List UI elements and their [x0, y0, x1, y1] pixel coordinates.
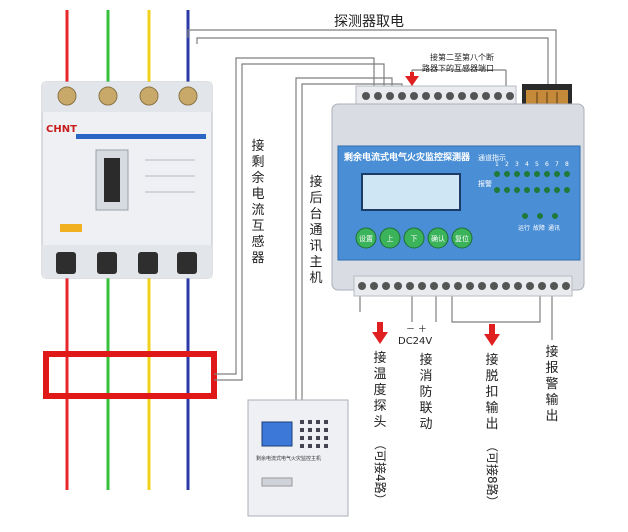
svg-text:1: 1 [495, 161, 499, 168]
label-dc-polarity: － ＋ [406, 324, 427, 335]
breaker-brand: CHNT [46, 124, 77, 135]
svg-text:台: 台 [309, 207, 322, 222]
svg-text:余: 余 [251, 170, 264, 186]
svg-text:通: 通 [309, 223, 322, 238]
svg-text:接: 接 [545, 344, 558, 360]
module-title: 剩余电流式电气火灾监控探测器 [344, 151, 471, 163]
label-trip-output-note: （可接8路） [485, 440, 500, 508]
breaker-toggle [104, 158, 120, 202]
svg-text:报: 报 [545, 361, 558, 376]
svg-text:4: 4 [525, 161, 529, 168]
host-unit: 剩余电流式电气火灾监控主机 [247, 399, 349, 517]
svg-text:接: 接 [485, 352, 498, 368]
svg-text:运行: 运行 [518, 224, 530, 232]
svg-text:消: 消 [419, 369, 432, 384]
svg-text:脱: 脱 [485, 369, 498, 384]
host-screen [261, 421, 293, 447]
svg-text:主: 主 [309, 255, 322, 270]
label-sensor-ports-1: 接第二至第八个断 [430, 52, 494, 62]
bottom-terminals [353, 275, 573, 297]
channel-label: 通道指示 [478, 153, 506, 162]
svg-text:电: 电 [251, 187, 264, 202]
svg-text:联: 联 [419, 401, 432, 416]
host-label: 剩余电流式电气火灾监控主机 [256, 455, 321, 462]
arrows [372, 72, 500, 346]
circuit-breaker: CHNT [41, 81, 213, 279]
phase-wires [65, 10, 190, 490]
label-temp-probe: 接 温 度 探 头 [373, 350, 386, 430]
svg-text:感: 感 [251, 234, 264, 250]
svg-text:度: 度 [373, 382, 386, 398]
svg-text:警: 警 [545, 376, 558, 392]
button-down[interactable]: 下 [403, 227, 425, 249]
svg-text:接: 接 [309, 174, 322, 190]
label-alarm-output: 接 报 警 输 出 [545, 344, 558, 424]
svg-text:7: 7 [555, 161, 559, 168]
fire-detector-module: 剩余电流式电气火灾监控探测器 通道指示 报警 1 2 3 4 5 6 7 8 [331, 103, 585, 291]
trip-output-arrow-shaft [489, 324, 495, 334]
label-trip-output: 接 脱 扣 输 出 [485, 352, 498, 432]
label-sensor-ports-2: 路器下的互感器端口 [422, 63, 494, 73]
svg-text:5: 5 [535, 161, 539, 168]
svg-text:输: 输 [485, 400, 498, 416]
svg-text:3: 3 [515, 161, 519, 168]
svg-text:后: 后 [309, 191, 322, 206]
label-temp-probe-note: （可接4路） [373, 438, 388, 506]
temp-probe-arrow-shaft [377, 322, 383, 332]
label-dc-voltage: DC24V [398, 336, 432, 347]
svg-text:出: 出 [545, 409, 558, 424]
button-confirm[interactable]: 确认 [427, 227, 449, 249]
svg-text:2: 2 [505, 161, 509, 168]
channel-leds [494, 171, 570, 219]
label-fire-link: 接 消 防 联 动 [419, 352, 432, 432]
button-reset[interactable]: 复位 [451, 227, 473, 249]
channel-numbers: 1 2 3 4 5 6 7 8 [495, 161, 569, 168]
svg-text:8: 8 [565, 161, 569, 168]
svg-text:接: 接 [251, 138, 264, 154]
svg-text:机: 机 [309, 271, 322, 286]
top-terminals [355, 85, 517, 107]
svg-text:出: 出 [485, 417, 498, 432]
svg-text:动: 动 [419, 417, 432, 432]
temp-probe-arrow-icon [372, 332, 388, 344]
svg-text:讯: 讯 [309, 239, 322, 254]
module-buttons: 设置 上 下 确认 复位 [355, 227, 473, 249]
button-settings[interactable]: 设置 [355, 227, 377, 249]
svg-text:通讯: 通讯 [548, 224, 560, 232]
svg-text:接: 接 [373, 350, 386, 366]
svg-text:防: 防 [419, 384, 432, 400]
svg-text:探: 探 [373, 399, 386, 414]
svg-text:复位: 复位 [455, 234, 469, 243]
button-up[interactable]: 上 [379, 227, 401, 249]
trip-output-arrow-icon [484, 334, 500, 346]
svg-text:接: 接 [419, 352, 432, 368]
svg-text:扣: 扣 [485, 385, 498, 400]
svg-text:互: 互 [251, 219, 264, 234]
svg-text:流: 流 [251, 203, 264, 218]
svg-text:下: 下 [411, 235, 418, 243]
svg-text:确认: 确认 [431, 234, 445, 243]
alarm-label: 报警 [478, 179, 492, 188]
label-residual-ct: 接 剩 余 电 流 互 感 器 [251, 138, 264, 266]
svg-text:头: 头 [373, 415, 386, 430]
lcd-display [361, 173, 461, 211]
svg-text:输: 输 [545, 392, 558, 408]
svg-text:故障: 故障 [533, 224, 545, 232]
residual-current-ct-box [43, 351, 217, 399]
svg-text:设置: 设置 [359, 234, 373, 243]
status-labels: 运行 故障 通讯 [518, 224, 560, 232]
svg-text:6: 6 [545, 161, 549, 168]
sensor-ports-arrow-icon [405, 72, 419, 86]
svg-text:剩: 剩 [251, 155, 264, 170]
label-detector-power: 探测器取电 [334, 14, 404, 30]
svg-text:温: 温 [373, 367, 386, 382]
label-host: 接 后 台 通 讯 主 机 [309, 174, 322, 286]
svg-text:上: 上 [387, 234, 394, 243]
svg-text:器: 器 [251, 251, 264, 266]
